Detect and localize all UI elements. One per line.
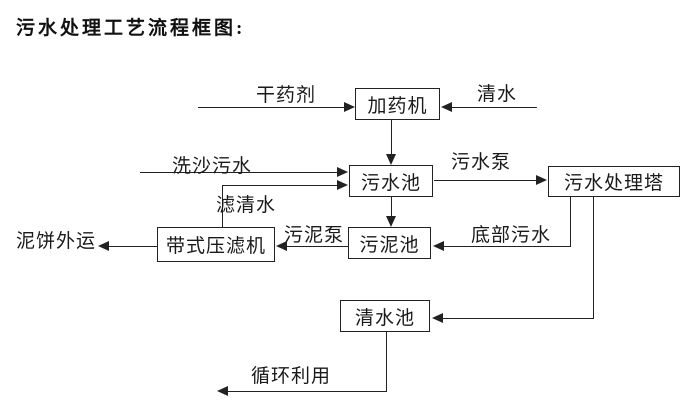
edge-recycle-vline [386, 332, 387, 392]
arrowhead-right-icon [344, 102, 355, 112]
node-sludge-pool-label: 污泥池 [359, 234, 420, 256]
node-dosing-machine: 加药机 [355, 88, 440, 120]
edge-recycle-hline [227, 391, 387, 392]
edge-filtered-water-vline [222, 185, 223, 227]
edge-bottom-sewage-vline [570, 197, 571, 247]
arrowhead-left-icon [98, 241, 109, 251]
arrowhead-left-icon [441, 102, 452, 112]
node-dosing-machine-label: 加药机 [367, 95, 428, 117]
node-treatment-tower: 污水处理塔 [548, 166, 680, 197]
arrowhead-down-icon [386, 216, 396, 227]
edge-mud-cake-line [108, 246, 157, 247]
page-title: 污水处理工艺流程框图: [16, 18, 246, 39]
edge-clean-water-line [451, 107, 537, 108]
arrowhead-right-icon [337, 180, 348, 190]
edge-bottom-sewage-label: 底部污水 [471, 225, 552, 246]
node-sewage-pool-label: 污水池 [360, 172, 421, 194]
edge-tower-to-clean-vline [593, 197, 594, 319]
node-sewage-pool: 污水池 [349, 165, 433, 197]
edge-sand-washing-label: 洗沙污水 [172, 156, 253, 177]
edge-sewage-pump-label: 污水泵 [451, 152, 512, 173]
edge-bottom-sewage-hline [444, 246, 571, 247]
node-clean-water-pool: 清水池 [340, 300, 430, 332]
arrowhead-left-icon [276, 241, 287, 251]
edge-dosing-to-sewage-line [391, 120, 392, 155]
arrowhead-left-icon [433, 241, 444, 251]
arrowhead-right-icon [337, 167, 348, 177]
edge-dry-agent-label: 干药剂 [256, 85, 317, 106]
edge-dry-agent-line [198, 107, 345, 108]
edge-recycle-label: 循环利用 [251, 366, 332, 387]
edge-sand-washing-line [140, 172, 338, 173]
arrowhead-left-icon [432, 313, 443, 323]
arrowhead-left-icon [217, 386, 228, 396]
node-belt-filter-press-label: 带式压滤机 [165, 236, 266, 257]
edge-sludge-pump-line [287, 246, 348, 247]
edge-filtered-water-hline [222, 185, 338, 186]
edge-sewage-to-sludge-line [391, 197, 392, 217]
edge-sludge-pump-label: 污泥泵 [284, 225, 345, 246]
node-treatment-tower-label: 污水处理塔 [563, 173, 664, 194]
arrowhead-down-icon [386, 154, 396, 165]
arrowhead-right-icon [536, 175, 547, 185]
edge-mud-cake-label: 泥饼外运 [16, 231, 97, 252]
edge-sewage-pump-line [434, 180, 537, 181]
edge-filtered-water-label: 滤清水 [216, 195, 277, 216]
edge-clean-water-label: 清水 [477, 84, 518, 105]
node-clean-water-pool-label: 清水池 [354, 307, 415, 329]
node-belt-filter-press: 带式压滤机 [157, 227, 275, 262]
edge-tower-to-clean-hline [443, 318, 594, 319]
node-sludge-pool: 污泥池 [348, 227, 431, 259]
